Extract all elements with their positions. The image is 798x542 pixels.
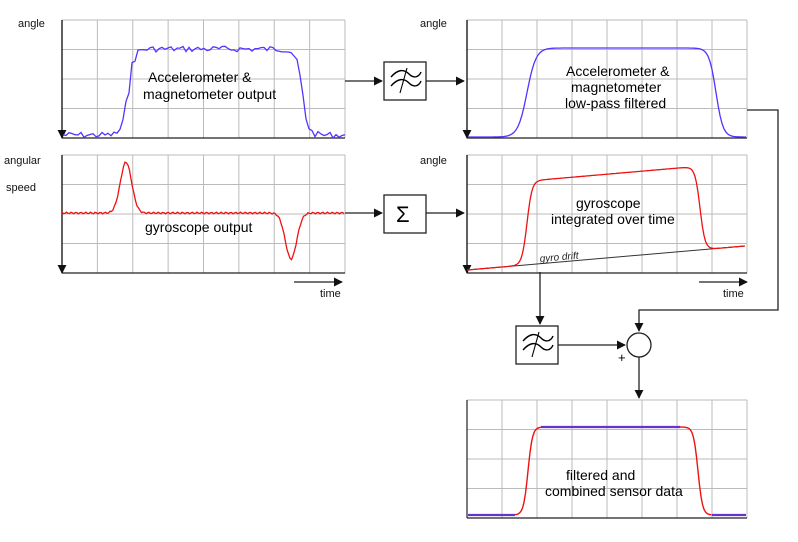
x-axis-label-time: time bbox=[320, 288, 341, 300]
accel-filtered-curve bbox=[468, 47, 746, 138]
y-axis-label-speed: speed bbox=[6, 182, 36, 194]
panel-label-line: filtered and bbox=[566, 467, 635, 483]
sigma-icon: Σ bbox=[396, 202, 410, 227]
panel-combined: filtered and combined sensor data bbox=[466, 399, 748, 519]
panel-label-line: gyroscope bbox=[576, 195, 641, 211]
panel-gyro-integrated: angle gyro drift gyroscope integrated ov… bbox=[420, 154, 748, 300]
arrow-accel-filtered-to-sum bbox=[634, 109, 779, 332]
accel-raw-curve bbox=[62, 45, 346, 139]
y-axis-label-angle: angle bbox=[18, 18, 45, 30]
panel-label-line: Accelerometer & bbox=[566, 63, 670, 79]
lowpass-filter-icon bbox=[522, 331, 554, 358]
lowpass-filter-block-bottom bbox=[515, 325, 559, 365]
summing-junction: + bbox=[618, 332, 652, 365]
plus-sign: + bbox=[618, 350, 626, 365]
panel-label-line: magnetometer output bbox=[143, 86, 276, 102]
gyro-raw-curve bbox=[61, 161, 345, 261]
y-axis-label-angle: angle bbox=[420, 18, 447, 30]
panel-gyro-raw: angular speed gyroscope output time bbox=[4, 154, 346, 300]
summing-junction-icon bbox=[626, 332, 652, 358]
x-axis-label-time: time bbox=[723, 288, 744, 300]
panel-label-line: Accelerometer & bbox=[148, 69, 252, 85]
y-axis-label-angular: angular bbox=[4, 155, 41, 167]
integrator-block: Σ bbox=[383, 194, 427, 234]
panel-label-line: gyroscope output bbox=[145, 219, 253, 235]
lowpass-filter-icon bbox=[390, 67, 422, 94]
panel-label-line: magnetometer bbox=[571, 79, 662, 95]
lowpass-filter-block-top bbox=[383, 61, 427, 101]
grid-gyro-raw bbox=[61, 154, 346, 274]
grid-accel-filtered bbox=[466, 19, 748, 139]
panel-label-line: low-pass filtered bbox=[565, 95, 666, 111]
connections bbox=[345, 76, 779, 399]
grid-combined bbox=[466, 399, 748, 519]
panel-accel-filtered: angle Accelerometer & magnetometer low-p… bbox=[420, 18, 748, 139]
gyro-integrated-curve bbox=[466, 166, 745, 271]
panel-accel-raw: angle Accelerometer & magnetometer outpu… bbox=[18, 18, 346, 139]
gyro-drift-label: gyro drift bbox=[539, 251, 580, 265]
panel-label-line: combined sensor data bbox=[545, 483, 683, 499]
y-axis-label-angle: angle bbox=[420, 155, 447, 167]
panel-label-line: integrated over time bbox=[551, 211, 675, 227]
